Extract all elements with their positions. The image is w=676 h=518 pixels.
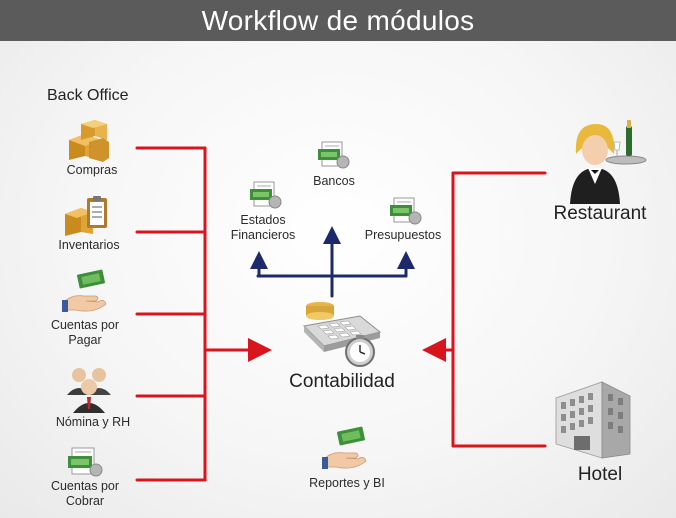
people-icon: [67, 368, 111, 413]
back-office-heading: Back Office: [47, 87, 129, 104]
bancos-label: Bancos: [313, 174, 355, 188]
reports-money-icon: [322, 426, 367, 469]
nomina-label: Nómina y RH: [55, 415, 131, 429]
back-office-connector: [135, 146, 272, 482]
hotel-restaurant-connector: [422, 171, 547, 448]
page-title: Workflow de módulos: [0, 0, 676, 41]
reportes-label: Reportes y BI: [309, 476, 385, 490]
hotel-label: Hotel: [577, 464, 623, 485]
financial-document-icon: [250, 181, 282, 209]
inventarios-label: Inventarios: [58, 238, 120, 252]
budget-document-icon: [390, 197, 422, 225]
calculator-icon: [302, 302, 382, 367]
presupuestos-label: Presupuestos: [364, 228, 442, 242]
estados-financieros-label: Estados Financieros: [230, 213, 296, 242]
restaurant-label: Restaurant: [553, 203, 647, 224]
contabilidad-hub: Contabilidad: [289, 371, 395, 392]
cuentas-cobrar-label: Cuentas por Cobrar: [50, 479, 120, 508]
boxes-icon: [69, 120, 109, 162]
hand-money-icon: [62, 269, 107, 312]
hotel-building-icon: [555, 381, 631, 459]
cuentas-pagar-label: Cuentas por Pagar: [50, 318, 120, 347]
reports-connector: [250, 226, 415, 298]
money-document-icon: [68, 447, 103, 477]
bank-document-icon: [318, 141, 350, 169]
compras-label: Compras: [66, 163, 118, 177]
inventory-icon: [65, 196, 107, 236]
waitress-icon: [570, 120, 647, 204]
